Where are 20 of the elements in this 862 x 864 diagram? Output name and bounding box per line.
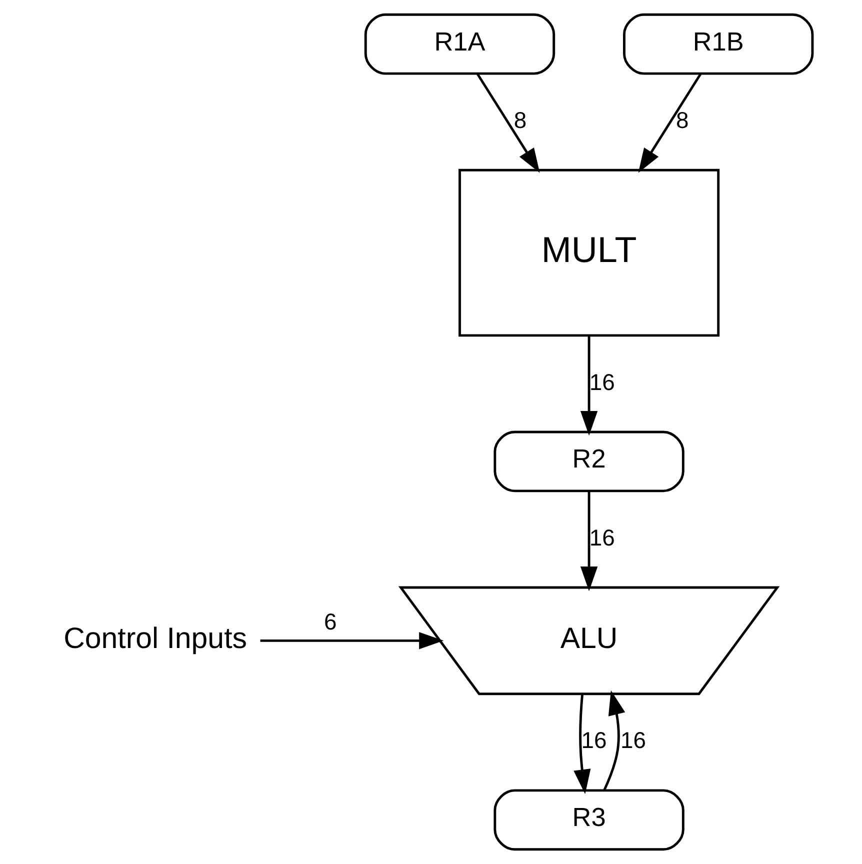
edge-label: 16 [588,524,614,550]
arrow [580,491,598,592]
node-box: R2 [493,430,684,492]
arrow [602,690,625,790]
node-box: MULT [458,168,720,337]
node-text: Control Inputs [63,622,246,655]
arrow [260,632,444,650]
node-box: R1B [622,13,814,75]
arrow [638,73,702,173]
node-box: R3 [493,789,684,851]
edge-label: 8 [675,106,688,133]
edge-label: 16 [580,727,606,754]
edge-label: 8 [513,106,526,133]
arrow [476,73,540,173]
arrow [580,336,598,436]
edge-label: 6 [324,608,336,635]
edge-label: 16 [588,368,614,395]
edge-label: 16 [620,727,646,754]
arrow [573,694,590,794]
node-box: R1A [364,13,555,75]
